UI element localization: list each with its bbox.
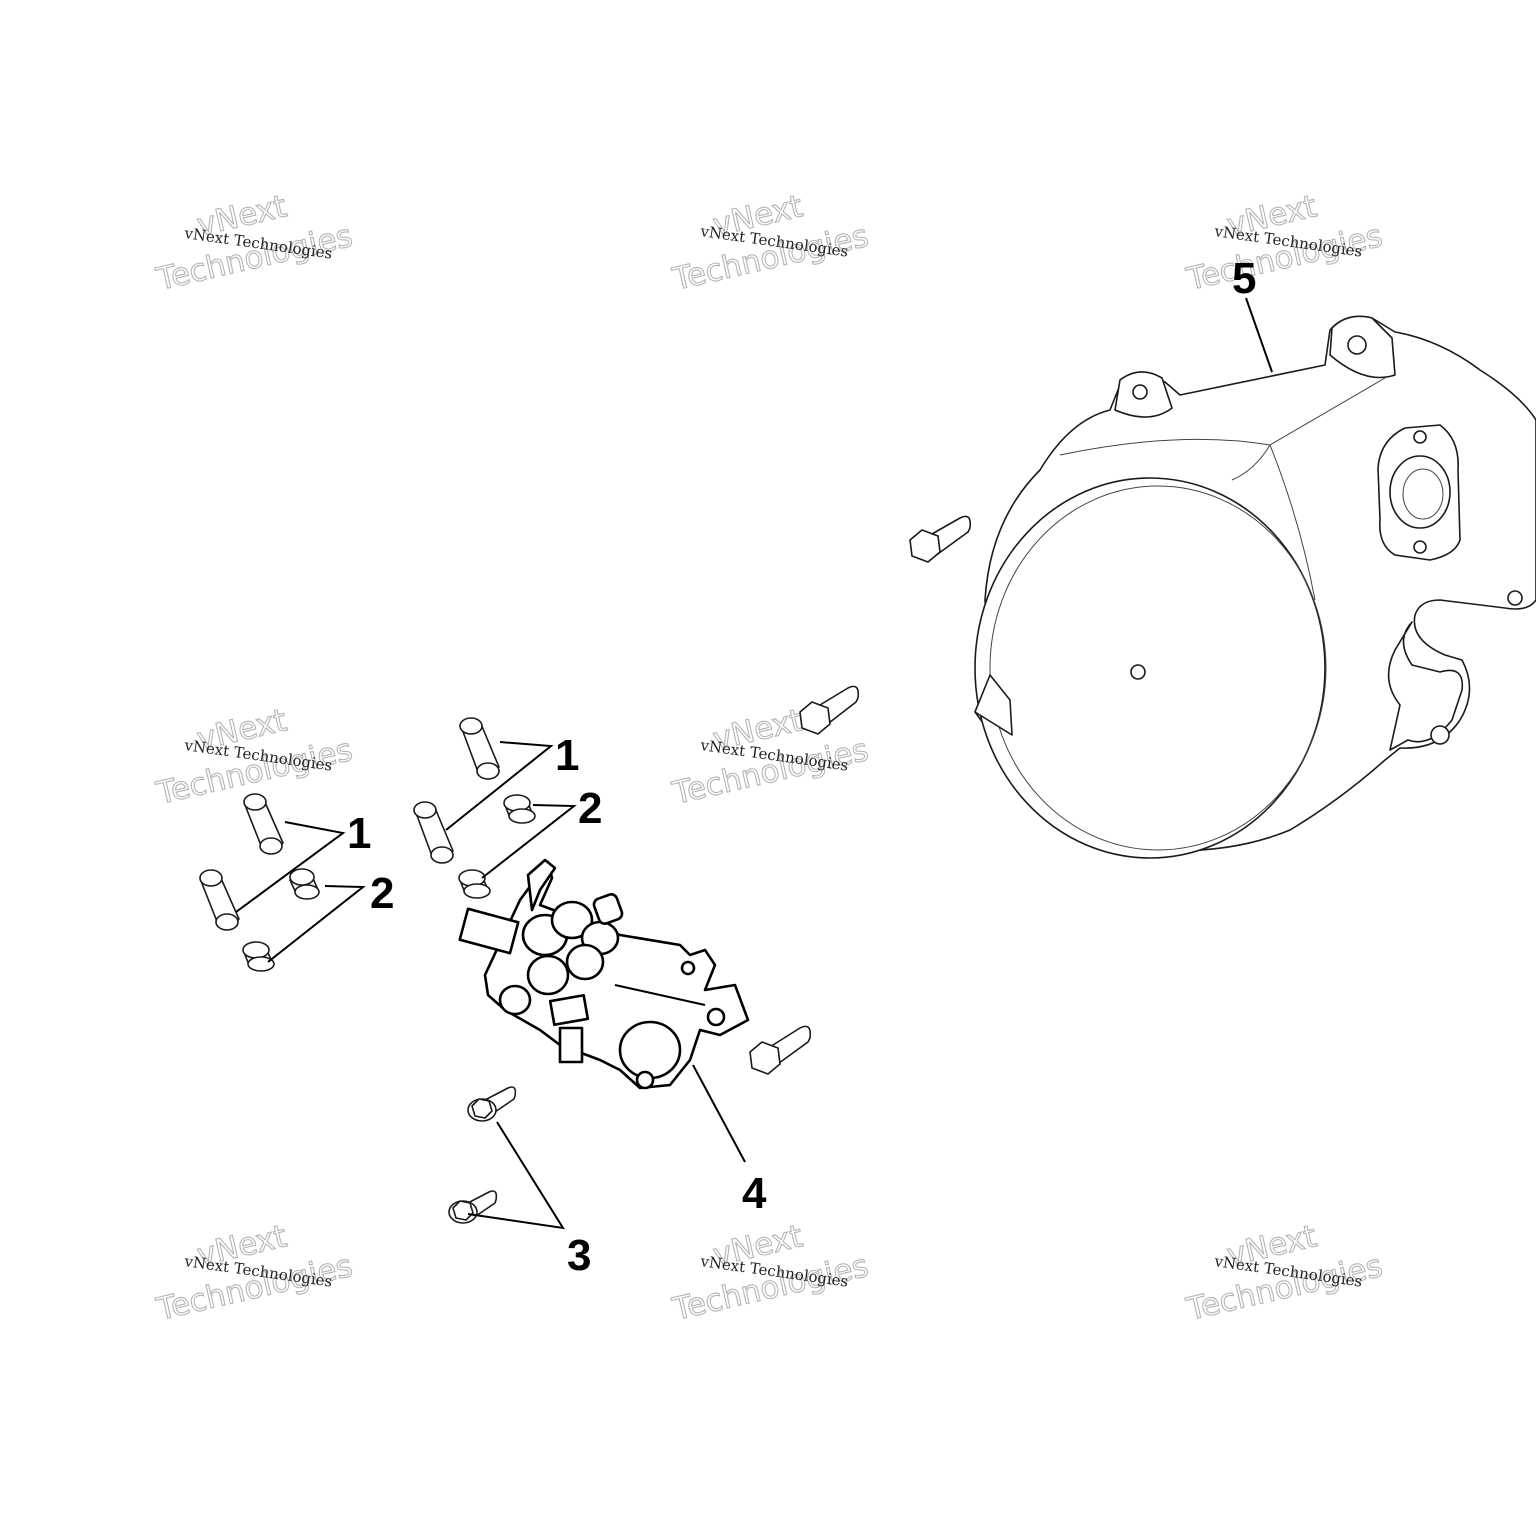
watermark-bottom-center: vNext Technologies vNext Technologies bbox=[668, 1218, 872, 1329]
housing-face-inner-rim bbox=[989, 485, 1327, 851]
watermark-top-left: vNext Technologies vNext Technologies bbox=[152, 188, 356, 299]
port-boss-opening bbox=[1389, 455, 1451, 529]
mounting-ear-left-hole bbox=[1132, 384, 1148, 400]
watermark-bottom-left: vNext Technologies vNext Technologies bbox=[152, 1218, 356, 1329]
dowel-pin-mid-lower-part-1 bbox=[413, 801, 454, 864]
callout-4-label: 4 bbox=[742, 1169, 767, 1218]
bushing-mid-upper-part-2 bbox=[503, 794, 536, 824]
bushing-bottom bbox=[508, 808, 536, 824]
upper-hook-bracket bbox=[526, 858, 557, 912]
dowel-top bbox=[413, 801, 437, 819]
callout-4-leader bbox=[692, 1064, 746, 1163]
callout-1-mid-leader bbox=[445, 741, 554, 831]
dowel-pin-left-upper-part-1 bbox=[243, 793, 284, 855]
connector-block-left bbox=[458, 907, 520, 955]
plate-rib bbox=[614, 984, 706, 1006]
bolt-middle bbox=[799, 685, 860, 735]
dowel-bottom bbox=[215, 913, 239, 931]
plate-hole-top bbox=[680, 960, 696, 976]
bushing-bottom bbox=[463, 883, 491, 899]
dowel-bottom bbox=[476, 762, 500, 780]
bushing-left-lower-part-2 bbox=[242, 941, 275, 972]
right-upper-bolt bbox=[1507, 590, 1523, 606]
valve-body-part-4 bbox=[458, 858, 750, 1090]
callout-2-left-leader bbox=[267, 885, 366, 963]
callout-3-label: 3 bbox=[567, 1231, 591, 1280]
callout-5-leader bbox=[1245, 297, 1273, 373]
callout-1-left-leader bbox=[235, 821, 346, 913]
right-bracket bbox=[1387, 621, 1464, 751]
bolt-upper-housing bbox=[909, 515, 972, 563]
callout-2-mid-leader bbox=[481, 804, 577, 879]
bushing-left-upper-part-2 bbox=[289, 868, 320, 900]
bolt-hex-head bbox=[749, 1041, 781, 1075]
housing-shoulder-line bbox=[1059, 377, 1386, 601]
callout-1-mid-label: 1 bbox=[555, 731, 579, 780]
callout-3-leader bbox=[467, 1121, 565, 1230]
right-bracket-hole bbox=[1430, 725, 1450, 745]
dowel-pin-mid-upper-part-1 bbox=[459, 717, 500, 780]
solenoid-lower-left bbox=[498, 984, 532, 1016]
bushing-top bbox=[242, 941, 270, 959]
flange-bolt-lower-part-3 bbox=[448, 1190, 498, 1224]
housing-face bbox=[974, 477, 1326, 859]
bolt-right-of-valve bbox=[749, 1025, 812, 1075]
mounting-ear-top-hole bbox=[1347, 335, 1367, 355]
cover-housing-part-5 bbox=[974, 315, 1536, 859]
callout-2-left-label: 2 bbox=[370, 869, 394, 918]
solenoid-middle bbox=[526, 954, 570, 996]
lower-left-lug bbox=[974, 674, 1013, 736]
dowel-top bbox=[459, 717, 483, 735]
solenoid-lower-right bbox=[565, 943, 605, 981]
dowel-top bbox=[243, 793, 267, 811]
port-boss-bolt-bottom bbox=[1413, 540, 1427, 554]
bolt-hex-head bbox=[909, 529, 941, 563]
bolt-hex-head bbox=[799, 701, 831, 735]
sensor-housing bbox=[618, 1020, 682, 1080]
watermark-top-right: vNext Technologies vNext Technologies bbox=[1182, 188, 1386, 299]
top-fitting bbox=[592, 893, 624, 925]
bushing-top bbox=[289, 868, 315, 886]
port-boss-inner bbox=[1402, 468, 1444, 520]
watermark-top-center: vNext Technologies vNext Technologies bbox=[668, 188, 872, 299]
watermark-bottom-right: vNext Technologies vNext Technologies bbox=[1182, 1218, 1386, 1329]
port-boss-bolt-top bbox=[1413, 430, 1427, 444]
flange-bolt-upper-part-3 bbox=[467, 1086, 517, 1122]
dowel-top bbox=[199, 869, 223, 887]
dowel-bottom bbox=[259, 837, 283, 855]
lower-stem bbox=[558, 1026, 584, 1064]
sensor-housing-boss bbox=[635, 1070, 655, 1090]
dowel-bottom bbox=[430, 846, 454, 864]
solenoid-upper-center bbox=[550, 900, 594, 940]
bushing-mid-lower-part-2 bbox=[458, 869, 491, 899]
callout-1-left-label: 1 bbox=[347, 809, 371, 858]
bushing-bottom bbox=[247, 956, 275, 972]
bolt-hex-head bbox=[452, 1200, 474, 1221]
callout-5-label: 5 bbox=[1232, 254, 1256, 303]
callout-2-mid-label: 2 bbox=[578, 784, 602, 833]
bolt-hex-head bbox=[471, 1098, 493, 1119]
housing-center-hole bbox=[1130, 664, 1146, 680]
watermark-mid-center: vNext Technologies vNext Technologies bbox=[668, 702, 872, 813]
plate-hole-right bbox=[706, 1007, 726, 1027]
dowel-pin-left-lower-part-1 bbox=[199, 869, 240, 931]
lower-connector bbox=[548, 993, 590, 1027]
bushing-bottom bbox=[294, 884, 320, 900]
